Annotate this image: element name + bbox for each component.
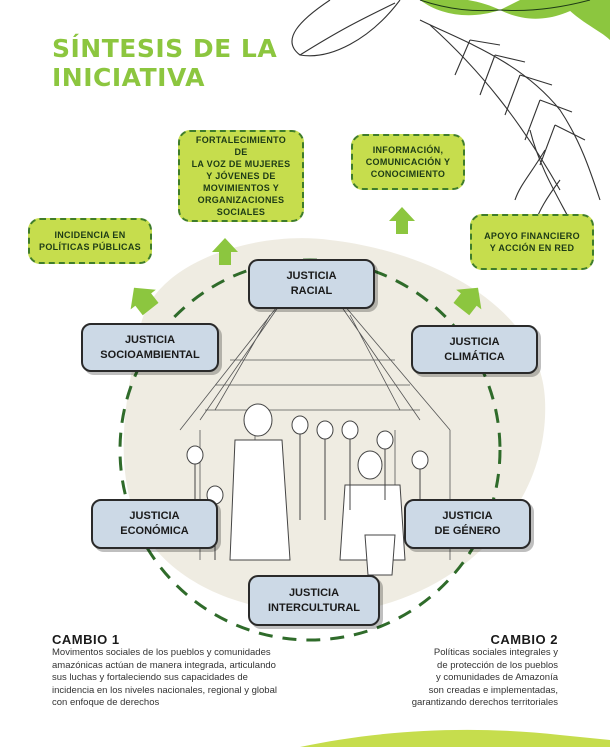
outcome-informacion: INFORMACIÓN, COMUNICACIÓN Y CONOCIMIENTO <box>351 134 465 190</box>
justicia-label: JUSTICIA CLIMÁTICA <box>444 335 505 363</box>
outcome-apoyo: APOYO FINANCIERO Y ACCIÓN EN RED <box>470 214 594 270</box>
outcome-label: INFORMACIÓN, COMUNICACIÓN Y CONOCIMIENTO <box>365 145 451 179</box>
cambio-1-text: Movimentos sociales de los pueblos y com… <box>52 647 277 708</box>
title-line-1: SÍNTESIS DE LA <box>52 34 278 63</box>
outcome-label: INCIDENCIA EN POLÍTICAS PÚBLICAS <box>39 230 141 252</box>
leaf-icon <box>291 0 610 231</box>
arrow-up-icon <box>130 287 159 316</box>
justicia-label: JUSTICIA INTERCULTURAL <box>267 586 361 614</box>
justicia-label: JUSTICIA DE GÉNERO <box>434 510 501 537</box>
arrow-up-icon <box>389 207 415 234</box>
outcome-fortalecimiento: FORTALECIMIENTO DE LA VOZ DE MUJERES Y J… <box>178 130 304 222</box>
cambio-1-title: CAMBIO 1 <box>52 632 120 647</box>
justicia-intercultural: JUSTICIA INTERCULTURAL <box>248 575 380 626</box>
justicia-label: JUSTICIA ECONÓMICA <box>120 510 189 537</box>
justicia-climatica: JUSTICIA CLIMÁTICA <box>411 325 538 374</box>
arrow-up-icon <box>453 287 482 316</box>
justicia-racial: JUSTICIA RACIAL <box>248 259 375 309</box>
outcome-incidencia: INCIDENCIA EN POLÍTICAS PÚBLICAS <box>28 218 152 264</box>
cambio-2-title: CAMBIO 2 <box>490 632 558 647</box>
justicia-label: JUSTICIA SOCIOAMBIENTAL <box>100 333 200 361</box>
outcome-label: FORTALECIMIENTO DE LA VOZ DE MUJERES Y J… <box>191 135 291 217</box>
page-title: SÍNTESIS DE LA INICIATIVA <box>52 34 277 92</box>
arrow-up-icon <box>212 238 238 265</box>
justicia-economica: JUSTICIA ECONÓMICA <box>91 499 218 549</box>
justicia-socioambiental: JUSTICIA SOCIOAMBIENTAL <box>81 323 219 372</box>
cambio-2-text: Políticas sociales integrales y de prote… <box>411 647 558 708</box>
justicia-label: JUSTICIA RACIAL <box>286 270 337 297</box>
outcome-label: APOYO FINANCIERO Y ACCIÓN EN RED <box>484 231 580 253</box>
justicia-genero: JUSTICIA DE GÉNERO <box>404 499 531 549</box>
title-line-2: INICIATIVA <box>52 63 205 92</box>
